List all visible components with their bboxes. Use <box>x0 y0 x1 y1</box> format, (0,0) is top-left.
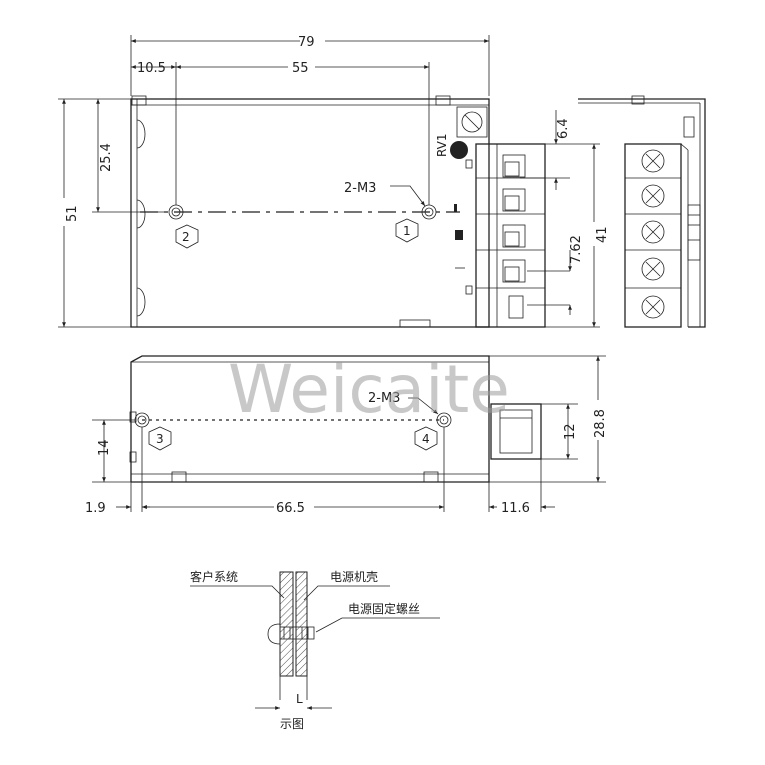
hole-marker-4 <box>414 426 438 451</box>
hole-marker-3 <box>148 426 172 451</box>
side-terminal <box>490 403 542 460</box>
top-view-body <box>130 98 490 328</box>
dim-terminal-protrusion: 11.6 <box>501 501 530 516</box>
terminal-screw-4 <box>641 257 665 281</box>
psu-housing-wall <box>295 571 308 677</box>
end-terminal-block <box>624 143 682 328</box>
svg-text:3: 3 <box>156 432 164 446</box>
dim-side-hole-height: 14 <box>97 439 112 456</box>
dim-terminal-top: 6.4 <box>556 118 571 139</box>
label-length: L <box>296 692 303 706</box>
fixing-screw <box>267 623 281 645</box>
dim-terminal-span: 41 <box>595 226 610 243</box>
dim-hole-spacing: 55 <box>292 61 309 76</box>
svg-text:2: 2 <box>182 230 190 244</box>
dim-side-depth: 28.8 <box>593 409 608 438</box>
dim-terminal-pitch: 7.62 <box>569 235 584 264</box>
watermark: Weicaite <box>228 351 510 428</box>
customer-system-wall <box>279 571 294 677</box>
screw-label-top: 2-M3 <box>344 181 376 196</box>
led-indicator <box>450 141 468 159</box>
terminal-screw-3 <box>641 220 665 244</box>
terminal-block <box>475 143 546 328</box>
dim-left-offset: 10.5 <box>137 61 166 76</box>
svg-text:4: 4 <box>422 432 430 446</box>
dim-overall-height: 51 <box>65 205 80 222</box>
top-dimensions: 79 10.5 55 25.4 51 6.4 7.62 41 <box>58 35 610 328</box>
top-view: RV1 2 1 2-M3 <box>130 95 546 328</box>
terminal-screw-1 <box>641 149 665 173</box>
terminal-screw-2 <box>641 184 665 208</box>
svg-text:1: 1 <box>403 224 411 238</box>
dim-terminal-depth: 12 <box>563 423 578 440</box>
label-customer-system: 客户系统 <box>190 569 238 584</box>
label-psu-housing: 电源机壳 <box>330 570 378 584</box>
hole-marker-2 <box>175 224 199 249</box>
end-view <box>578 95 706 328</box>
side-dimensions: 14 1.9 66.5 11.6 12 28.8 <box>85 355 608 516</box>
label-caption: 示图 <box>280 717 304 731</box>
board-mark: RV1 <box>435 133 449 157</box>
screw-label-side: 2-M3 <box>368 391 400 406</box>
dim-side-hole-spacing: 66.5 <box>276 501 305 516</box>
dim-overall-width: 79 <box>298 35 315 50</box>
label-fixing-screw: 电源固定螺丝 <box>348 601 420 616</box>
dim-side-left-margin: 1.9 <box>85 501 106 516</box>
side-view: 3 4 2-M3 <box>129 355 542 483</box>
dim-height-to-hole: 25.4 <box>99 143 114 172</box>
mounting-detail: 客户系统 电源机壳 电源固定螺丝 L 示图 <box>190 569 440 731</box>
terminal-screw-5 <box>641 295 665 319</box>
hole-marker-1 <box>395 218 419 243</box>
